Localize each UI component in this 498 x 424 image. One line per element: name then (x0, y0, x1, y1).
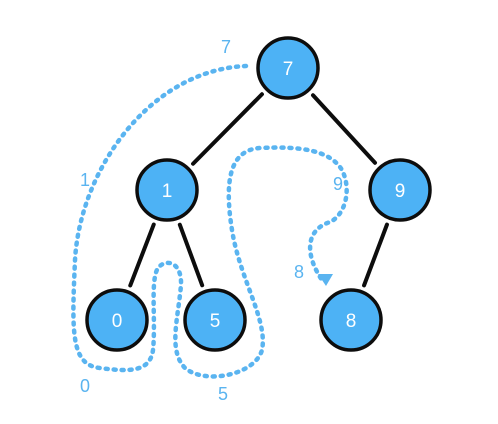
edge-n7-n9 (311, 93, 377, 165)
traversal-label-0: 0 (80, 376, 90, 396)
node-circle (256, 36, 320, 100)
traversal-label-8: 8 (294, 262, 304, 282)
tree-node-9: 9 (368, 158, 432, 222)
traversal-label-9: 9 (333, 174, 343, 194)
traversal-path (71, 63, 349, 379)
node-value: 0 (112, 311, 123, 332)
node-value: 7 (283, 59, 294, 80)
traversal-arrowhead (318, 274, 333, 286)
traversal-label-7: 7 (221, 37, 231, 57)
traversal-label-5: 5 (218, 384, 228, 404)
tree-nodes: 7 1 9 0 5 8 (85, 36, 432, 352)
tree-node-1: 1 (135, 158, 199, 222)
node-circle (183, 288, 247, 352)
edge-n7-n1 (191, 92, 264, 166)
node-circle (368, 158, 432, 222)
edge-n1-n5 (177, 222, 205, 288)
tree-edges (128, 92, 389, 288)
tree-node-7: 7 (256, 36, 320, 100)
tree-node-8: 8 (319, 288, 383, 352)
node-circle (319, 288, 383, 352)
edge-n9-n8 (362, 222, 389, 288)
edge-n1-n0 (128, 222, 156, 288)
node-value: 5 (210, 311, 221, 332)
node-value: 8 (346, 311, 357, 332)
node-value: 9 (395, 181, 406, 202)
tree-node-5: 5 (183, 288, 247, 352)
node-value: 1 (162, 181, 173, 202)
node-circle (135, 158, 199, 222)
tree-node-0: 0 (85, 288, 149, 352)
node-circle (85, 288, 149, 352)
traversal-label-1: 1 (80, 170, 90, 190)
